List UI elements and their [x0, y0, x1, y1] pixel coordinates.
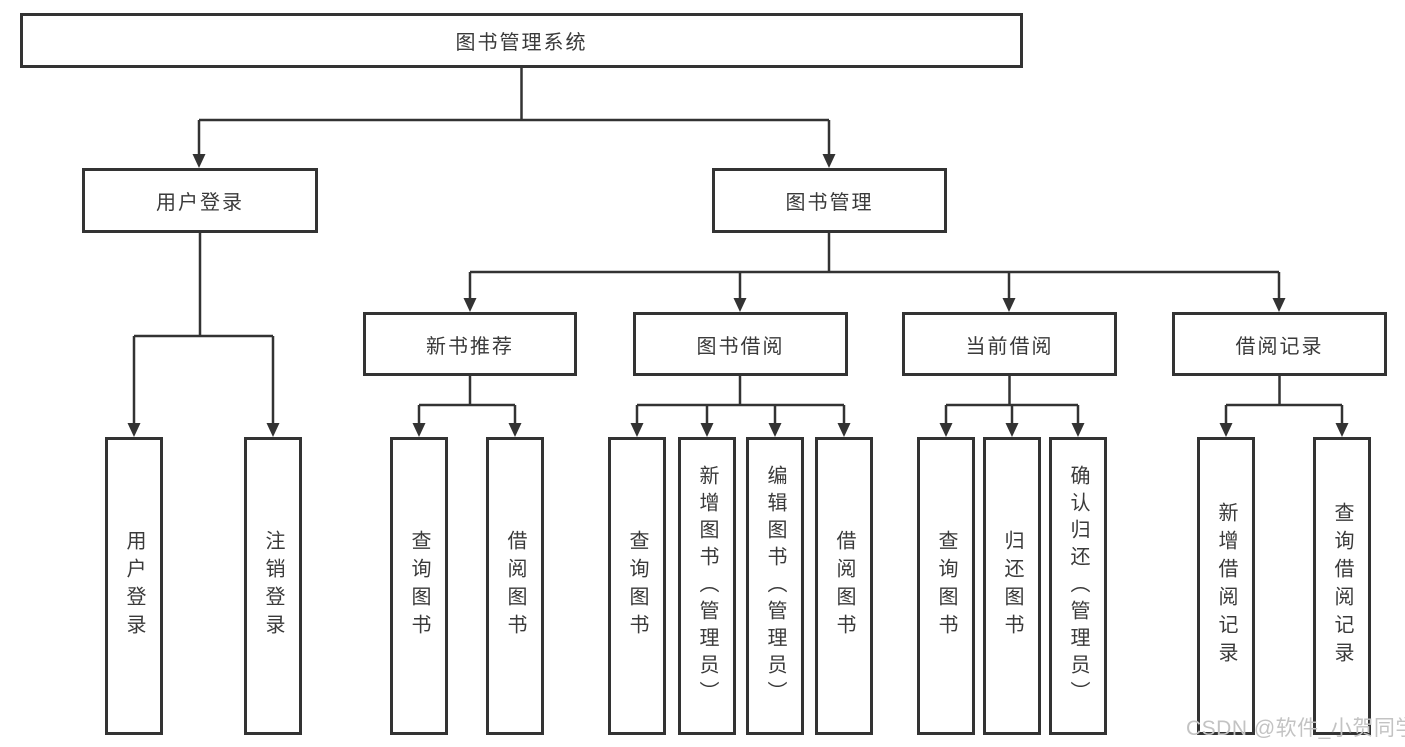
leaf-add-borrow-record-label: 新增借阅记录 — [1215, 502, 1237, 670]
leaf-borrow-books-recommend: 借阅图书 — [486, 437, 544, 735]
node-current-borrowing-label: 当前借阅 — [965, 335, 1054, 358]
leaf-query-borrow-record-label: 查询借阅记录 — [1331, 502, 1353, 670]
leaf-add-borrow-record: 新增借阅记录 — [1197, 437, 1255, 735]
leaf-query-books-current-label: 查询图书 — [935, 530, 957, 642]
node-book-borrowing: 图书借阅 — [633, 312, 848, 376]
leaf-return-books-label: 归还图书 — [1001, 530, 1023, 642]
arrowheads-current-borrowing — [939, 423, 1085, 437]
leaf-user-login-label: 用户登录 — [123, 530, 145, 642]
leaf-confirm-return-admin-label: 确认归还（管理员） — [1067, 464, 1089, 708]
leaf-add-books-admin-label: 新增图书（管理员） — [696, 464, 718, 708]
node-current-borrowing: 当前借阅 — [902, 312, 1117, 376]
watermark-text: CSDN @软件_小贺同学 — [1186, 717, 1405, 740]
leaf-return-books: 归还图书 — [983, 437, 1041, 735]
leaf-borrow-books-recommend-label: 借阅图书 — [504, 530, 526, 642]
connector-book-mgmt-to-level3 — [468, 233, 1281, 298]
node-root-label: 图书管理系统 — [455, 32, 588, 54]
node-book-management: 图书管理 — [712, 168, 947, 233]
arrowheads-level3 — [463, 298, 1286, 312]
node-borrowing-records-label: 借阅记录 — [1235, 335, 1324, 358]
leaf-logout-label: 注销登录 — [262, 530, 284, 642]
connector-root-to-level2 — [197, 68, 831, 154]
arrowheads-level2 — [192, 154, 836, 168]
node-book-borrowing-label: 图书借阅 — [696, 335, 785, 358]
connector-borrowing-records-children — [1224, 376, 1344, 423]
leaf-edit-books-admin-label: 编辑图书（管理员） — [764, 464, 786, 708]
leaf-borrow-books-borrowing: 借阅图书 — [815, 437, 873, 735]
connector-book-borrowing-children — [635, 376, 846, 423]
node-book-management-label: 图书管理 — [785, 192, 874, 214]
leaf-query-books-borrowing-label: 查询图书 — [626, 530, 648, 642]
leaf-query-books-recommend-label: 查询图书 — [408, 530, 430, 642]
leaf-logout: 注销登录 — [244, 437, 302, 735]
arrowheads-book-borrowing — [630, 423, 851, 437]
node-user-login-label: 用户登录 — [156, 192, 244, 214]
node-borrowing-records: 借阅记录 — [1172, 312, 1387, 376]
leaf-add-books-admin: 新增图书（管理员） — [678, 437, 736, 735]
connector-current-borrowing-children — [944, 376, 1080, 423]
leaf-confirm-return-admin: 确认归还（管理员） — [1049, 437, 1107, 735]
connector-user-login-children — [132, 233, 275, 423]
leaf-query-books-borrowing: 查询图书 — [608, 437, 666, 735]
leaf-user-login: 用户登录 — [105, 437, 163, 735]
leaf-query-books-recommend: 查询图书 — [390, 437, 448, 735]
arrowheads-new-book — [412, 423, 522, 437]
node-new-book-recommend: 新书推荐 — [363, 312, 577, 376]
node-user-login: 用户登录 — [82, 168, 318, 233]
node-root: 图书管理系统 — [20, 13, 1023, 68]
connector-new-book-children — [417, 376, 517, 423]
leaf-query-books-current: 查询图书 — [917, 437, 975, 735]
leaf-borrow-books-borrowing-label: 借阅图书 — [833, 530, 855, 642]
leaf-edit-books-admin: 编辑图书（管理员） — [746, 437, 804, 735]
leaf-query-borrow-record: 查询借阅记录 — [1313, 437, 1371, 735]
node-new-book-recommend-label: 新书推荐 — [426, 335, 514, 358]
arrowheads-user-login — [127, 423, 280, 437]
arrowheads-borrowing-records — [1219, 423, 1349, 437]
